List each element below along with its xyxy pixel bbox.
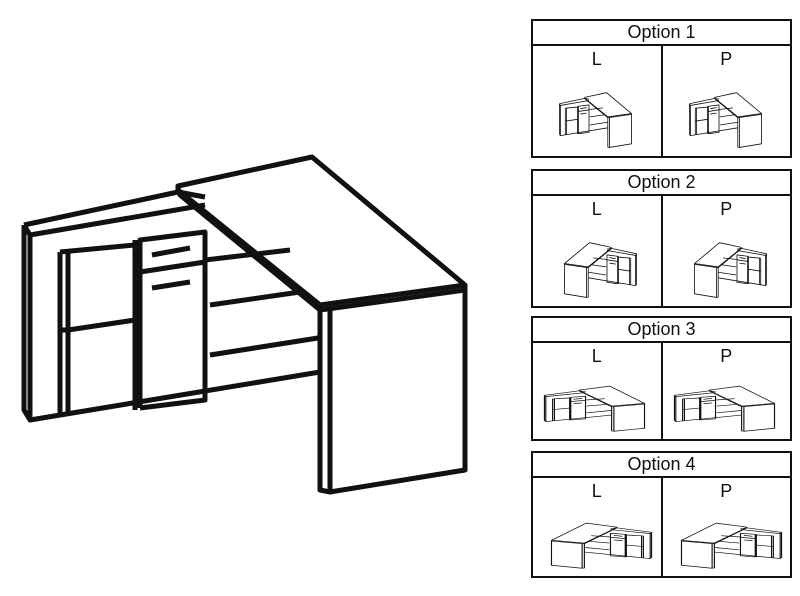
right-label: P (720, 49, 733, 69)
left-label: L (591, 346, 602, 366)
option-4-left: L (533, 478, 661, 576)
desk-thumbnail (669, 365, 787, 435)
desk-thumbnail (539, 67, 657, 152)
option-4-panel: Option 4 L P (531, 451, 792, 578)
desk-thumbnail (539, 217, 657, 302)
desk-thumbnail (669, 502, 787, 572)
option-1-panel: Option 1 L P (531, 19, 792, 158)
option-2-panel: Option 2 L P (531, 169, 792, 308)
option-title: Option 4 (533, 453, 790, 478)
left-label: L (591, 481, 602, 501)
option-1-left: L (533, 46, 661, 156)
right-label: P (720, 481, 733, 501)
desk-thumbnail (669, 67, 787, 152)
option-title: Option 1 (533, 21, 790, 46)
right-label: P (720, 199, 733, 219)
desk-thumbnail (669, 217, 787, 302)
desk-thumbnail (539, 365, 657, 435)
option-3-panel: Option 3 L P (531, 316, 792, 441)
option-2-left: L (533, 196, 661, 306)
desk-thumbnail (539, 502, 657, 572)
option-4-right: P (660, 478, 791, 576)
option-title: Option 2 (533, 171, 790, 196)
right-label: P (720, 346, 733, 366)
left-label: L (591, 199, 602, 219)
option-3-right: P (660, 343, 791, 439)
option-3-left: L (533, 343, 661, 439)
option-title: Option 3 (533, 318, 790, 343)
corner-desk-drawing (0, 0, 520, 596)
desk-illustration (24, 157, 465, 492)
left-label: L (591, 49, 602, 69)
option-2-right: P (660, 196, 791, 306)
option-1-right: P (660, 46, 791, 156)
